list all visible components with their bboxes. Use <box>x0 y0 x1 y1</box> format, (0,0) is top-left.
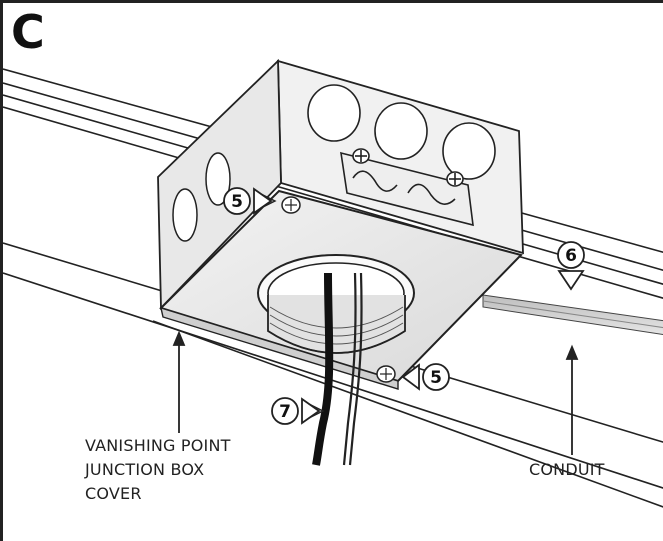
svg-text:5: 5 <box>231 192 243 212</box>
svg-text:5: 5 <box>430 368 442 388</box>
panel-letter: C <box>11 5 45 59</box>
label-line: COVER <box>85 484 142 503</box>
svg-text:7: 7 <box>279 402 291 422</box>
label-line: VANISHING POINT <box>85 436 231 455</box>
label-line: JUNCTION BOX <box>85 460 205 479</box>
conduit <box>482 294 663 336</box>
illustration: 5 5 6 7 <box>3 58 663 508</box>
junction-box-cover-label: VANISHING POINT JUNCTION BOX COVER <box>85 434 231 506</box>
junction-box-cover <box>159 189 523 390</box>
callout-7: 7 <box>271 397 325 425</box>
conduit-label: CONDUIT <box>529 460 605 479</box>
callout-6: 6 <box>557 241 585 291</box>
callout-5-right: 5 <box>401 363 450 391</box>
wires <box>312 272 363 466</box>
callout-5-left: 5 <box>223 187 277 215</box>
svg-text:6: 6 <box>565 246 577 266</box>
leader-lines <box>172 330 579 455</box>
mounting-strap <box>340 148 474 227</box>
